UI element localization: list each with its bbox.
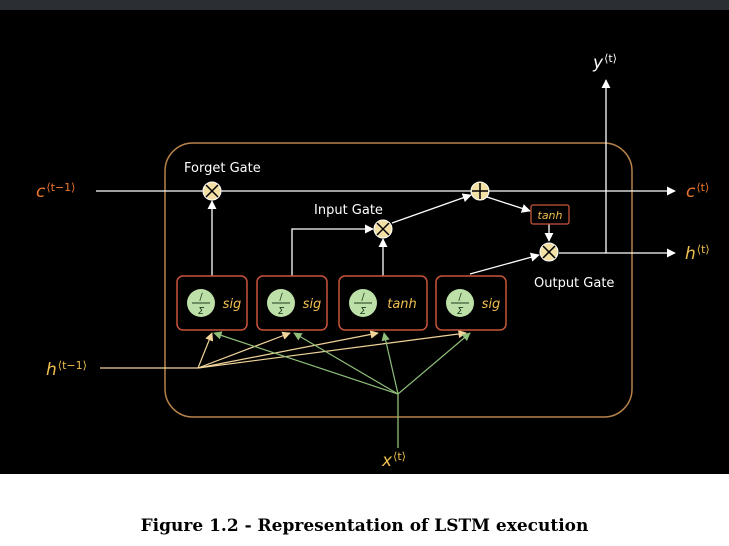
x-to-unit4 [397, 332, 471, 395]
unit-activation-label: sig [482, 297, 501, 312]
output-gate-multiply-icon [539, 242, 559, 262]
c-prev-label: c⟨t−1⟩ [36, 181, 75, 202]
unit-fraction-top: ∕ [279, 292, 283, 303]
cell-tanh-box: tanh [530, 204, 570, 225]
input-gate-multiply-icon [373, 219, 393, 239]
x-to-unit3 [381, 332, 399, 395]
input-gate-label: Input Gate [314, 203, 383, 218]
unit-candidate-tanh: ∕ Σ tanh [338, 275, 428, 331]
x-to-unit2 [293, 332, 399, 395]
c-out-base: c [686, 182, 696, 202]
unit-activation-label: tanh [387, 297, 417, 312]
input-sig-arrow [291, 224, 374, 277]
cell-add-icon [470, 181, 490, 201]
unit-activation-label: sig [223, 297, 242, 312]
top-bar [0, 0, 729, 10]
unit-fraction-bottom: Σ [278, 306, 285, 317]
lstm-diagram: ∕ Σ sig ∕ Σ sig ∕ Σ tanh ∕ Σ sig tanh [0, 10, 729, 474]
y-out-sup: ⟨t⟩ [604, 52, 617, 65]
add-to-tanh-arrow [486, 196, 531, 213]
c-prev-base: c [36, 182, 46, 202]
lstm-diagram-svg: ∕ Σ sig ∕ Σ sig ∕ Σ tanh ∕ Σ sig tanh [36, 52, 710, 471]
h-out-label: h⟨t⟩ [685, 243, 710, 264]
unit-output-sig: ∕ Σ sig [435, 275, 507, 331]
h-prev-sup: ⟨t−1⟩ [58, 359, 87, 372]
output-sig-arrow [469, 252, 540, 275]
x-sup: ⟨t⟩ [393, 450, 406, 463]
unit-input-sig: ∕ Σ sig [256, 275, 328, 331]
output-gate-label: Output Gate [534, 276, 614, 291]
unit-fraction-top: ∕ [458, 292, 462, 303]
c-prev-sup: ⟨t−1⟩ [46, 181, 75, 194]
h-to-unit1 [197, 332, 214, 369]
h-prev-label: h⟨t−1⟩ [46, 359, 87, 380]
unit-forget-sig: ∕ Σ sig [176, 275, 248, 331]
y-out-label: y⟨t⟩ [592, 52, 617, 73]
unit-fraction-bottom: Σ [457, 306, 464, 317]
c-out-label: c⟨t⟩ [686, 181, 709, 202]
unit-fraction-bottom: Σ [360, 306, 367, 317]
unit-fraction-top: ∕ [199, 292, 203, 303]
h-to-unit3 [197, 330, 379, 369]
h-prev-base: h [46, 360, 57, 380]
h-to-unit2 [197, 331, 291, 369]
x-base: x [381, 451, 393, 471]
forget-gate-label: Forget Gate [184, 161, 261, 176]
figure-caption: Figure 1.2 - Representation of LSTM exec… [140, 516, 589, 536]
y-out-base: y [592, 53, 604, 73]
h-out-sup: ⟨t⟩ [697, 243, 710, 256]
unit-fraction-bottom: Σ [198, 306, 205, 317]
unit-fraction-top: ∕ [361, 292, 365, 303]
x-label: x⟨t⟩ [381, 450, 406, 471]
unit-activation-label: sig [303, 297, 322, 312]
forget-gate-multiply-icon [202, 181, 222, 201]
x-to-unit1 [213, 331, 399, 395]
h-to-unit4 [197, 329, 467, 369]
c-out-sup: ⟨t⟩ [696, 181, 709, 194]
input-to-add-arrow [391, 193, 472, 224]
h-out-base: h [685, 244, 696, 264]
cell-tanh-label: tanh [538, 209, 563, 222]
